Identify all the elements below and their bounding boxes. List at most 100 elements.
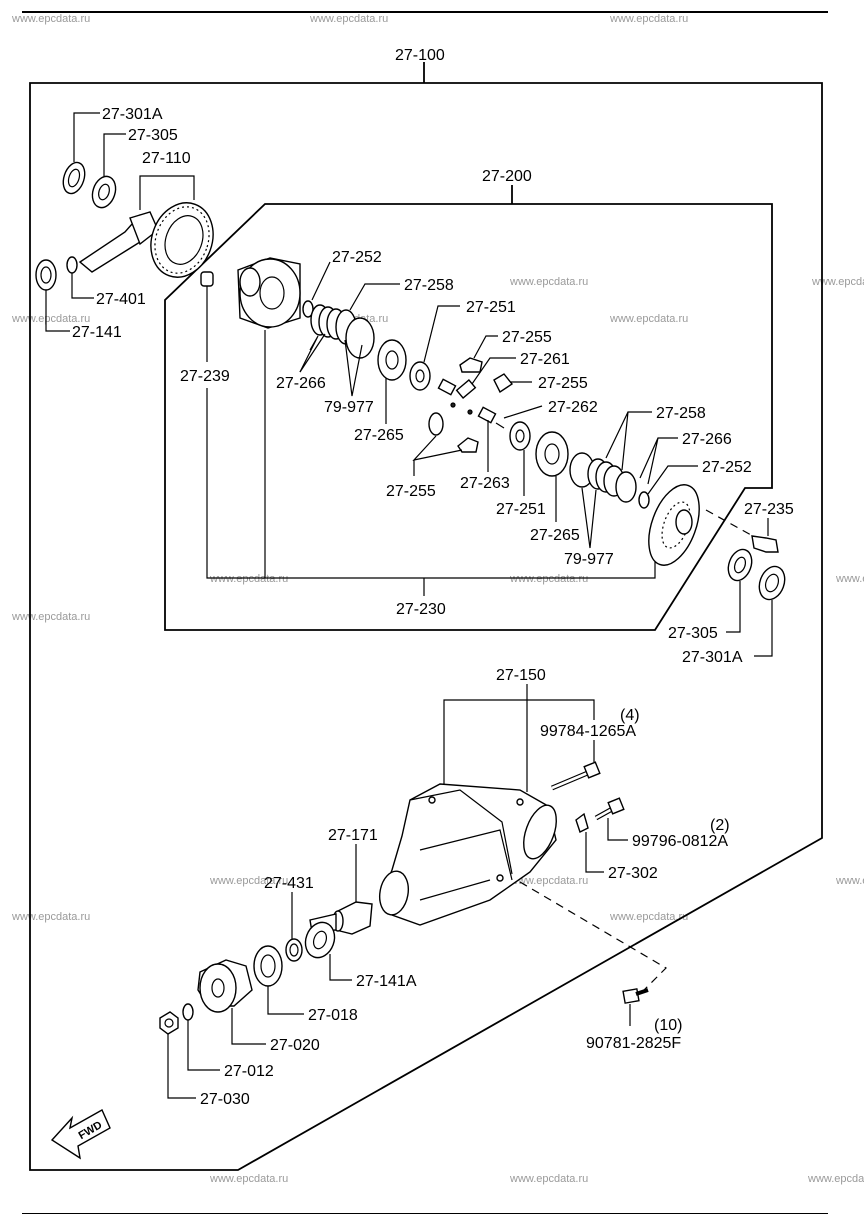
leader-27-030 bbox=[167, 1034, 196, 1099]
label-qty-2: (2) bbox=[710, 817, 730, 834]
label-27-255-c: 27-255 bbox=[386, 483, 436, 500]
carrier-housing-27-150 bbox=[378, 783, 557, 926]
bolt-99784-1265A bbox=[551, 761, 601, 791]
leader-27-251-a bbox=[423, 305, 460, 363]
side-gear-27-251-b bbox=[509, 421, 531, 451]
watermark: www.epcdata.ru bbox=[509, 276, 588, 288]
leader-27-258-a bbox=[349, 283, 400, 311]
washer-27-252-a bbox=[302, 300, 314, 318]
side-gear-27-251-a bbox=[409, 361, 431, 391]
label-27-258-b: 27-258 bbox=[656, 405, 706, 422]
watermark: www.epcdata.ru bbox=[11, 911, 90, 923]
watermark: www.epcdata.ru bbox=[811, 276, 864, 288]
label-79-977-b: 79-977 bbox=[564, 551, 614, 568]
watermark: www.epcdata.ru bbox=[309, 13, 388, 25]
watermark: www.epcdata.ru bbox=[609, 13, 688, 25]
label-99796-0812A: 99796-0812A bbox=[632, 833, 728, 850]
watermark: www.epcdata.ru bbox=[11, 13, 90, 25]
bolt-90781-2825F bbox=[622, 988, 649, 1004]
assembly-boundary-27-200 bbox=[164, 203, 773, 631]
leader-27-012 bbox=[187, 1020, 220, 1071]
watermark: www.epcdata.ru bbox=[807, 1173, 864, 1185]
label-27-262: 27-262 bbox=[548, 399, 598, 416]
bearing-27-141A bbox=[304, 921, 336, 959]
leader-27-255-c bbox=[412, 435, 463, 476]
label-27-431: 27-431 bbox=[264, 875, 314, 892]
oil-seal-27-018 bbox=[253, 945, 283, 987]
washer-27-252-b bbox=[638, 491, 650, 509]
watermark: www.epcdata.ru bbox=[509, 1173, 588, 1185]
watermark: www.epcdata.ru bbox=[11, 611, 90, 623]
leader-27-141A bbox=[329, 954, 352, 981]
label-79-977-a: 79-977 bbox=[324, 399, 374, 416]
label-27-030: 27-030 bbox=[200, 1091, 250, 1108]
label-27-012: 27-012 bbox=[224, 1063, 274, 1080]
label-27-251-b: 27-251 bbox=[496, 501, 546, 518]
ring-and-pinion-gear-27-110 bbox=[78, 202, 214, 278]
label-27-141A: 27-141A bbox=[356, 973, 417, 990]
oil-seal-27-301A-top bbox=[62, 161, 86, 195]
label-90781-2825F: 90781-2825F bbox=[586, 1035, 681, 1052]
leader-27-301A-bottom bbox=[754, 600, 773, 657]
label-27-301A-bottom: 27-301A bbox=[682, 649, 743, 666]
leader-27-252-b bbox=[647, 465, 698, 495]
part-labels: 27-100 27-301A 27-305 27-110 27-401 27-1… bbox=[72, 47, 794, 1108]
leader-27-235-dashed bbox=[705, 509, 761, 541]
leader-27-252-a bbox=[311, 261, 331, 301]
bearing-27-305-bottom bbox=[727, 548, 753, 582]
label-27-305-bottom: 27-305 bbox=[668, 625, 718, 642]
diff-case-27-230-left bbox=[237, 257, 301, 329]
pinion-27-255-b bbox=[493, 373, 514, 394]
companion-flange-27-020 bbox=[197, 959, 253, 1013]
leader-79-977-a bbox=[344, 339, 363, 397]
leader-27-266-b bbox=[639, 437, 678, 485]
watermark: www.epcdata.ru bbox=[609, 911, 688, 923]
leader-27-018 bbox=[267, 986, 304, 1015]
bracket-27-302 bbox=[575, 812, 589, 833]
watermarks: www.epcdata.ru www.epcdata.ru www.epcdat… bbox=[11, 13, 864, 1185]
leader-79-977-b bbox=[581, 487, 597, 549]
label-27-305-top: 27-305 bbox=[128, 127, 178, 144]
bearing-27-141 bbox=[35, 259, 57, 291]
leader-27-401 bbox=[71, 273, 94, 299]
bolt-27-239 bbox=[200, 271, 214, 287]
pin-27-262 bbox=[477, 406, 505, 429]
label-27-255-b: 27-255 bbox=[538, 375, 588, 392]
side-gear-27-265-a bbox=[377, 339, 407, 381]
label-27-230: 27-230 bbox=[396, 601, 446, 618]
leader-90781-dashed bbox=[519, 881, 667, 991]
label-qty-10: (10) bbox=[654, 1017, 682, 1034]
leader-27-261 bbox=[471, 357, 516, 385]
label-27-110: 27-110 bbox=[142, 150, 191, 167]
clutch-pack-b bbox=[569, 452, 637, 503]
diff-case-27-230-right bbox=[648, 484, 700, 566]
leader-27-262 bbox=[503, 405, 543, 419]
leader-27-110 bbox=[139, 175, 195, 210]
bolt-99796-0812A bbox=[594, 797, 625, 821]
label-99784-1265A: 99784-1265A bbox=[540, 723, 636, 740]
label-27-301A-top: 27-301A bbox=[102, 106, 163, 123]
leader-27-266-a2 bbox=[299, 333, 326, 373]
label-27-171: 27-171 bbox=[328, 827, 378, 844]
label-27-141: 27-141 bbox=[72, 324, 122, 341]
leader-27-150 bbox=[443, 699, 595, 790]
leader-27-258-b bbox=[605, 411, 652, 471]
watermark: www.epcdata.ru bbox=[209, 875, 288, 887]
label-27-252-b: 27-252 bbox=[702, 459, 752, 476]
shim-27-431 bbox=[285, 938, 303, 962]
clutch-pack-a bbox=[310, 304, 375, 359]
label-27-235: 27-235 bbox=[744, 501, 794, 518]
label-27-252-a: 27-252 bbox=[332, 249, 382, 266]
label-27-251-a: 27-251 bbox=[466, 299, 516, 316]
leader-27-266-a bbox=[299, 335, 319, 373]
bearing-27-305-top bbox=[91, 175, 117, 209]
leader-27-305-bottom bbox=[726, 581, 741, 633]
fwd-arrow-icon: FWD bbox=[50, 1109, 111, 1160]
label-27-263: 27-263 bbox=[460, 475, 510, 492]
label-qty-4: (4) bbox=[620, 707, 640, 724]
leader-27-305-top bbox=[103, 133, 126, 176]
watermark: www.epcdata.ru bbox=[209, 573, 288, 585]
watermark: www.epcdata.ru bbox=[835, 573, 864, 585]
label-27-020: 27-020 bbox=[270, 1037, 320, 1054]
side-gear-27-265-b bbox=[535, 431, 569, 477]
